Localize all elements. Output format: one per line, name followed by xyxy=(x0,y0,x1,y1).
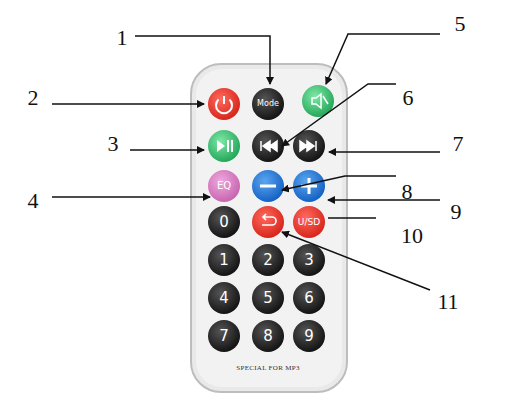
button-label: Mode xyxy=(257,100,279,108)
button-label: 8 xyxy=(263,329,273,344)
callout-number: 4 xyxy=(28,190,39,212)
callout-number: 1 xyxy=(117,27,128,49)
remote-face xyxy=(196,69,342,387)
callout-number: 7 xyxy=(453,133,464,155)
power-button xyxy=(208,88,240,120)
callout-number: 9 xyxy=(451,201,462,223)
digit-buttons xyxy=(208,244,325,352)
callout-number: 2 xyxy=(28,87,39,109)
button-label: 3 xyxy=(304,253,314,268)
remote-body xyxy=(191,64,347,392)
button-label: 9 xyxy=(304,329,314,344)
button-label: 2 xyxy=(263,253,273,268)
minus-button xyxy=(252,170,284,202)
usd-button xyxy=(293,206,325,238)
button-label: 7 xyxy=(219,329,229,344)
button-label: 0 xyxy=(219,215,229,230)
mode-button xyxy=(252,88,284,120)
prev-button xyxy=(252,130,284,162)
digit-button xyxy=(208,206,240,238)
button-label: U/SD xyxy=(298,218,320,227)
leader-lines xyxy=(52,34,440,290)
eq-button xyxy=(208,170,240,202)
callout-number: 5 xyxy=(455,13,466,35)
play-pause-button xyxy=(208,130,240,162)
button-label: 1 xyxy=(219,253,229,268)
callout-number: 6 xyxy=(403,87,414,109)
callout-number: 8 xyxy=(402,181,413,203)
callout-number: 3 xyxy=(108,133,119,155)
button-label: 4 xyxy=(219,291,229,306)
button-label: 5 xyxy=(263,291,273,306)
return-button xyxy=(252,206,284,238)
remote-caption: SPECIAL FOR MP3 xyxy=(236,365,299,372)
callout-number: 11 xyxy=(437,291,458,313)
button-label: 6 xyxy=(304,291,314,306)
button-label: EQ xyxy=(217,181,231,191)
callout-number: 10 xyxy=(401,225,423,247)
